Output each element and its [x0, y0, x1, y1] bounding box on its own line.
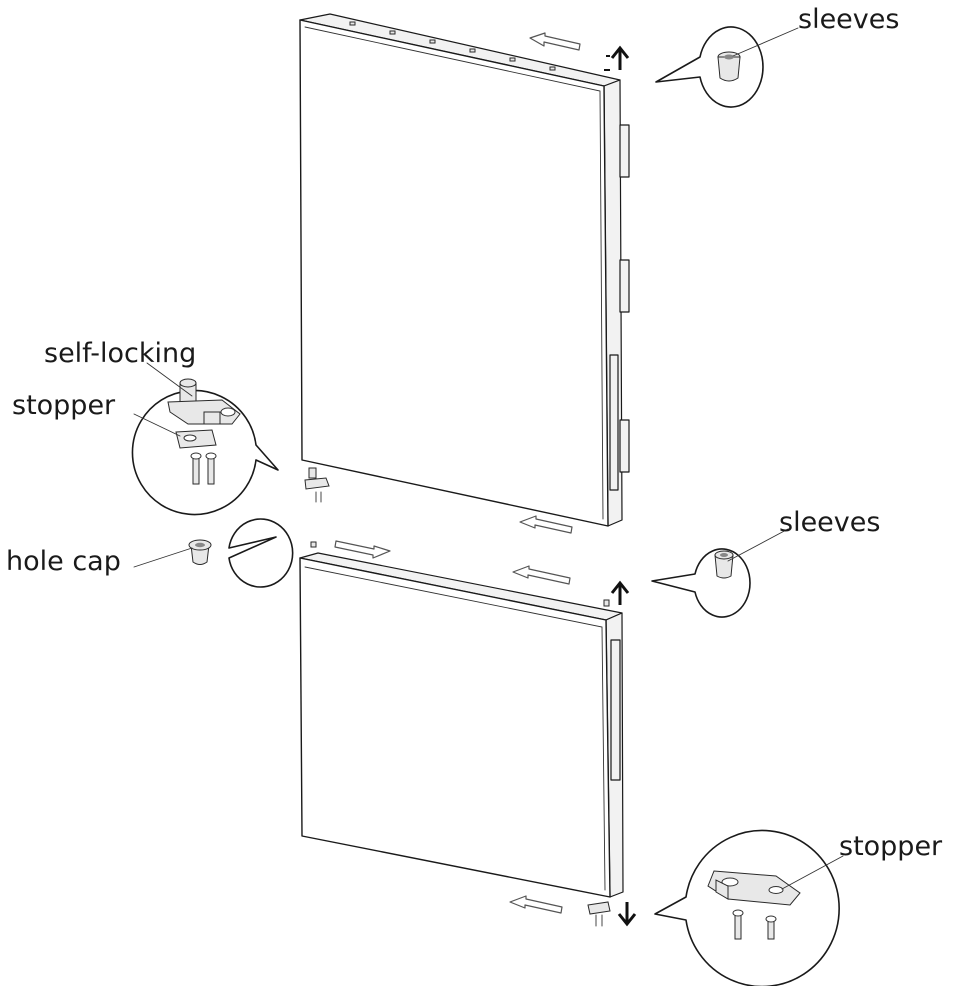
upper-door-panel [299, 19, 609, 527]
label-self-locking: self-locking [44, 338, 197, 369]
upper-door-top-edge-holes [349, 21, 556, 71]
screws-bottom [732, 909, 777, 940]
lower-door-gasket-line [304, 566, 606, 891]
callout-self-locking-stopper [131, 362, 279, 516]
label-sleeves-middle: sleeves [779, 507, 881, 538]
upper-door-handle-bar [609, 354, 619, 491]
move-arrow-icon-bottom [509, 895, 563, 914]
callout-sleeves-top [655, 26, 799, 108]
leader-stopper-left [133, 413, 181, 437]
callout-sleeves-middle [651, 528, 789, 618]
up-arrow-icon-middle [610, 580, 630, 605]
upper-door [299, 13, 630, 527]
lower-door-stopper-part [587, 901, 611, 927]
up-arrow-icon-top [604, 45, 630, 71]
self-locking-pin [167, 378, 241, 425]
stopper-plate-left [175, 429, 217, 449]
label-stopper-bottom: stopper [839, 831, 943, 862]
move-arrow-icon-lower-right [512, 565, 571, 585]
upper-door-handle-tab-1 [619, 124, 630, 178]
label-hole-cap: hole cap [6, 546, 121, 577]
leader-self-locking [146, 362, 193, 397]
lower-door-handle-bar [610, 639, 621, 781]
label-sleeves-top: sleeves [798, 4, 900, 35]
lower-door-sleeve-mark [603, 599, 610, 607]
screws-left [190, 452, 217, 485]
stopper-plate-bottom [707, 870, 801, 906]
leader-hole-cap [133, 547, 193, 568]
lower-door-panel [299, 557, 611, 898]
callout-stopper-bottom [654, 829, 844, 986]
upper-door-handle-tab-2 [619, 259, 630, 313]
down-arrow-icon-bottom [617, 902, 637, 927]
callout-hole-cap [133, 518, 294, 588]
move-arrow-icon-lower-top [334, 540, 391, 559]
upper-door-gasket-line [304, 26, 604, 520]
hinge-hole-mark [310, 541, 317, 548]
label-stopper-left: stopper [12, 390, 116, 421]
upper-door-hinge-pin [304, 467, 330, 503]
move-arrow-icon-upper-bottom [519, 515, 573, 534]
move-arrow-icon-top [529, 32, 581, 51]
lower-door [299, 552, 624, 898]
upper-door-handle-tab-3 [619, 419, 630, 473]
